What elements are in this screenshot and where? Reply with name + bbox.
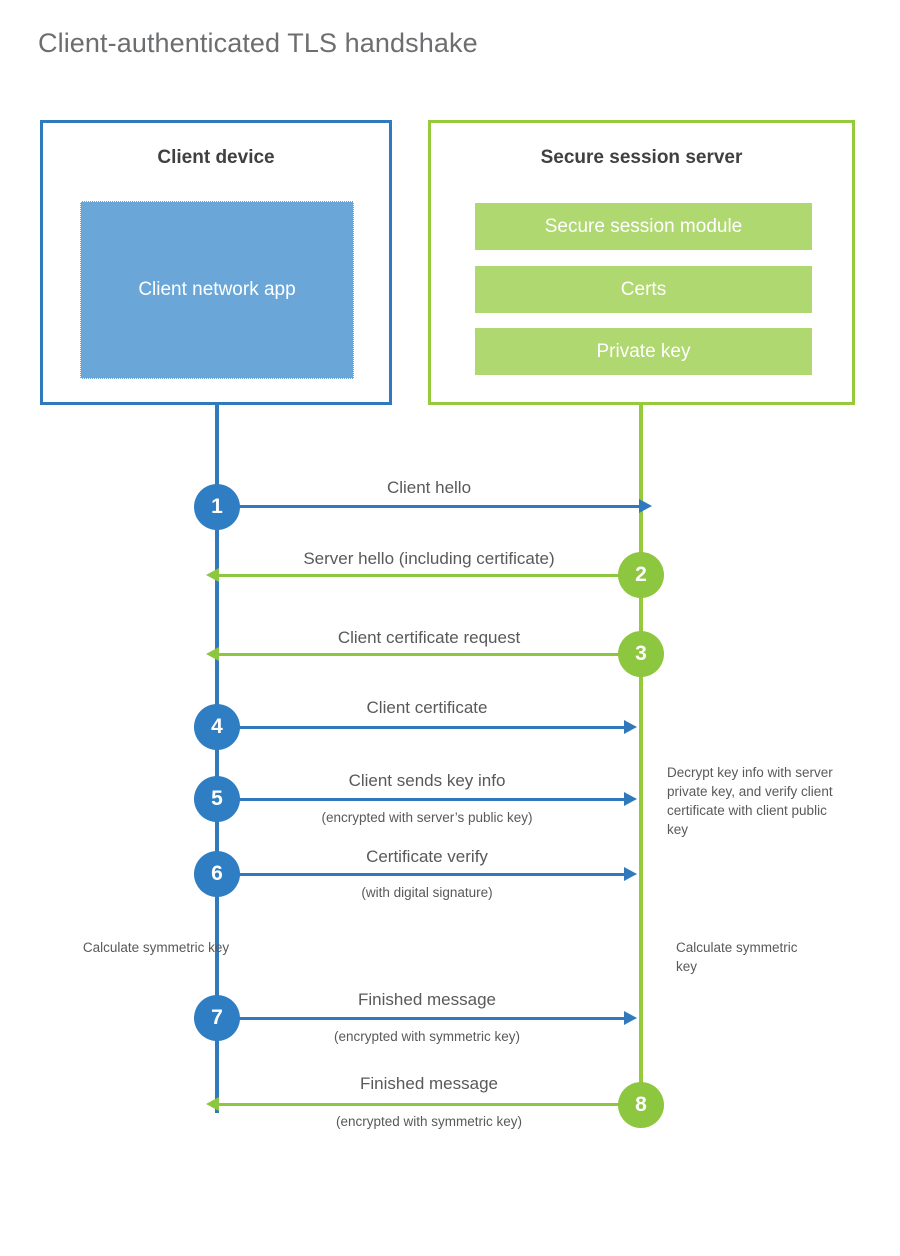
actor-box-client: Client device Client network app (40, 120, 392, 405)
step-circle-5[interactable]: 5 (194, 776, 240, 822)
arrowhead-right-icon (624, 792, 637, 806)
message-label-8: Finished message (360, 1074, 498, 1093)
message-arrow-3 (206, 647, 641, 661)
message-label-4: Client certificate (366, 698, 488, 717)
arrowhead-left-icon (206, 568, 219, 582)
message-arrow-6 (217, 867, 637, 881)
step-circle-4[interactable]: 4 (194, 704, 240, 750)
message-label-3: Client certificate request (337, 628, 521, 647)
page-title: Client-authenticated TLS handshake (38, 28, 478, 58)
message-label-5: Client sends key info (348, 771, 506, 790)
client-lifeline (215, 405, 219, 1113)
server-component-secure-session-module: Secure session module (475, 203, 812, 250)
arrowhead-left-icon (206, 647, 219, 661)
step-circle-8[interactable]: 8 (618, 1082, 664, 1128)
step-circle-7[interactable]: 7 (194, 995, 240, 1041)
arrowhead-right-icon (639, 499, 652, 513)
message-label-1: Client hello (386, 478, 472, 497)
message-sublabel-5: (encrypted with server’s public key) (321, 810, 533, 825)
actor-box-server: Secure session server Secure session mod… (428, 120, 855, 405)
step-circle-3[interactable]: 3 (618, 631, 664, 677)
message-sublabel-8: (encrypted with symmetric key) (335, 1114, 523, 1129)
server-component-private-key: Private key (475, 328, 812, 375)
note-client-calculate-symmetric-key: Calculate symmetric key (82, 940, 230, 955)
note-server-calculate-symmetric-key: Calculate symmetric key (676, 940, 798, 975)
server-component-certs: Certs (475, 266, 812, 313)
secure-session-server-title: Secure session server (540, 147, 743, 168)
message-arrow-5 (217, 792, 637, 806)
client-network-app-block: Client network app (80, 201, 354, 379)
message-label-6: Certificate verify (366, 847, 488, 866)
step-circle-2[interactable]: 2 (618, 552, 664, 598)
arrowhead-right-icon (624, 720, 637, 734)
client-device-title: Client device (157, 147, 275, 168)
server-lifeline (639, 405, 643, 1105)
message-label-2: Server hello (including certificate) (303, 549, 555, 568)
arrowhead-right-icon (624, 1011, 637, 1025)
arrowhead-right-icon (624, 867, 637, 881)
message-arrow-8 (206, 1097, 641, 1111)
message-arrow-7 (217, 1011, 637, 1025)
step-circle-1[interactable]: 1 (194, 484, 240, 530)
message-sublabel-7: (encrypted with symmetric key) (333, 1029, 521, 1044)
arrowhead-left-icon (206, 1097, 219, 1111)
message-arrow-4 (217, 720, 637, 734)
message-arrow-2 (206, 568, 641, 582)
message-sublabel-6: (with digital signature) (361, 885, 493, 900)
step-circle-6[interactable]: 6 (194, 851, 240, 897)
message-label-7: Finished message (358, 990, 496, 1009)
note-server-decrypt: Decrypt key info with server private key… (667, 765, 833, 838)
message-arrow-1 (217, 499, 652, 513)
